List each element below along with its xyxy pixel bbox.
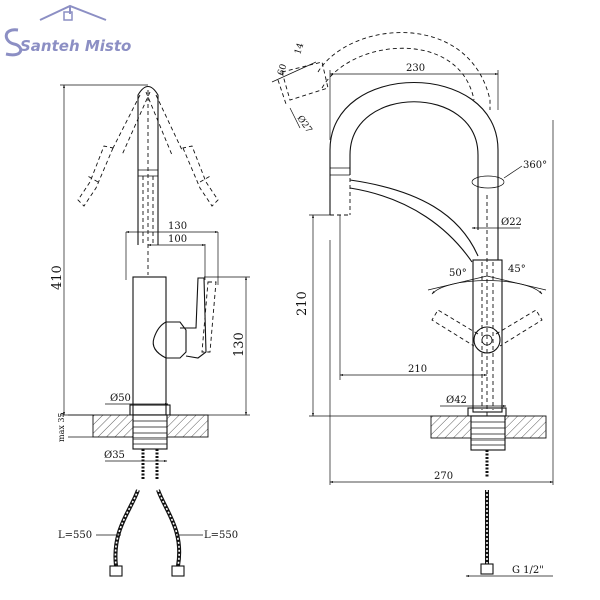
label-130-top: 130: [168, 221, 187, 232]
flex-hose-left: [109, 489, 140, 577]
hose-fitting-front: [480, 563, 494, 575]
label-270: 270: [434, 471, 453, 482]
lever-ghost: [201, 281, 217, 353]
label-max35: max 35: [57, 412, 66, 442]
thread-nut: [132, 414, 168, 450]
aerator-ghost: [277, 61, 329, 105]
dim-rotation: 360°: [471, 160, 547, 189]
dim-thread-35: Ø35: [104, 450, 168, 463]
label-410: 410: [50, 265, 65, 290]
angle-arc: [431, 280, 543, 295]
dim-hose-left: L=550: [58, 530, 121, 541]
dim-reach-210: 210: [339, 215, 488, 380]
dim-reach-100: 100: [147, 234, 206, 280]
dim-thread-g12: G 1/2": [465, 565, 553, 578]
lever-ghost-right: [495, 309, 543, 347]
label-hose-right: L=550: [204, 530, 238, 541]
lever-ghost-left: [431, 309, 479, 347]
stem-body: [137, 85, 159, 245]
dim-aerator: 60 14 Ø27: [271, 42, 317, 135]
dim-height-210: 210: [295, 214, 431, 417]
mixer-column: [472, 259, 503, 413]
dim-width-230: 230: [329, 63, 499, 140]
label-60: 60: [276, 63, 289, 77]
house-roof-icon: [39, 4, 107, 21]
dim-base-50: Ø50: [105, 393, 169, 406]
front-view: 50° 45° 230 60 14 Ø27: [271, 32, 554, 578]
dim-reach-130: 130: [125, 221, 219, 285]
dim-base-42: Ø42: [440, 395, 507, 408]
label-d42: Ø42: [446, 395, 467, 406]
lever-pivot: [473, 326, 501, 354]
hose-tails: [141, 449, 159, 480]
base-flange: [129, 404, 171, 416]
brand-logo: Santeh Misto: [4, 4, 131, 57]
label-100: 100: [168, 234, 187, 245]
window-icon: [63, 11, 73, 21]
dim-width-270: 270: [329, 120, 554, 485]
spout-arc-outer: [329, 82, 499, 260]
spout-swing-right: [145, 91, 219, 207]
side-view: 410 130 100 130 Ø50 max 35: [50, 84, 250, 577]
label-210-horiz: 210: [408, 364, 427, 375]
spout-brace: [349, 179, 479, 257]
label-d27: Ø27: [295, 113, 315, 135]
label-d50: Ø50: [110, 393, 131, 404]
lever-handle: [180, 277, 207, 359]
logo-s-swirl: [4, 28, 23, 57]
dim-max-35: max 35: [57, 412, 93, 442]
label-360: 360°: [523, 160, 547, 171]
dim-hose-right: L=550: [177, 530, 238, 541]
spout-swing-left: [77, 91, 151, 207]
label-14: 14: [293, 42, 306, 56]
spout-arc-inner: [349, 101, 479, 230]
dim-pipe-22: Ø22: [471, 217, 522, 230]
label-d35: Ø35: [104, 450, 125, 461]
label-210-vert: 210: [295, 291, 310, 316]
flex-hose-right: [156, 489, 185, 577]
dim-handle-130: 130: [170, 276, 250, 416]
label-hose-left: L=550: [58, 530, 92, 541]
mixer-body: [132, 276, 167, 416]
brand-name: Santeh Misto: [20, 37, 131, 55]
label-45deg: 45°: [508, 264, 526, 275]
label-50deg: 50°: [449, 268, 467, 279]
label-230: 230: [406, 63, 425, 74]
label-g12: G 1/2": [512, 565, 544, 576]
lever-hub: [152, 321, 187, 359]
hose-loop-ghost: [317, 32, 491, 110]
label-d22: Ø22: [501, 217, 522, 228]
label-130-side: 130: [232, 332, 247, 357]
